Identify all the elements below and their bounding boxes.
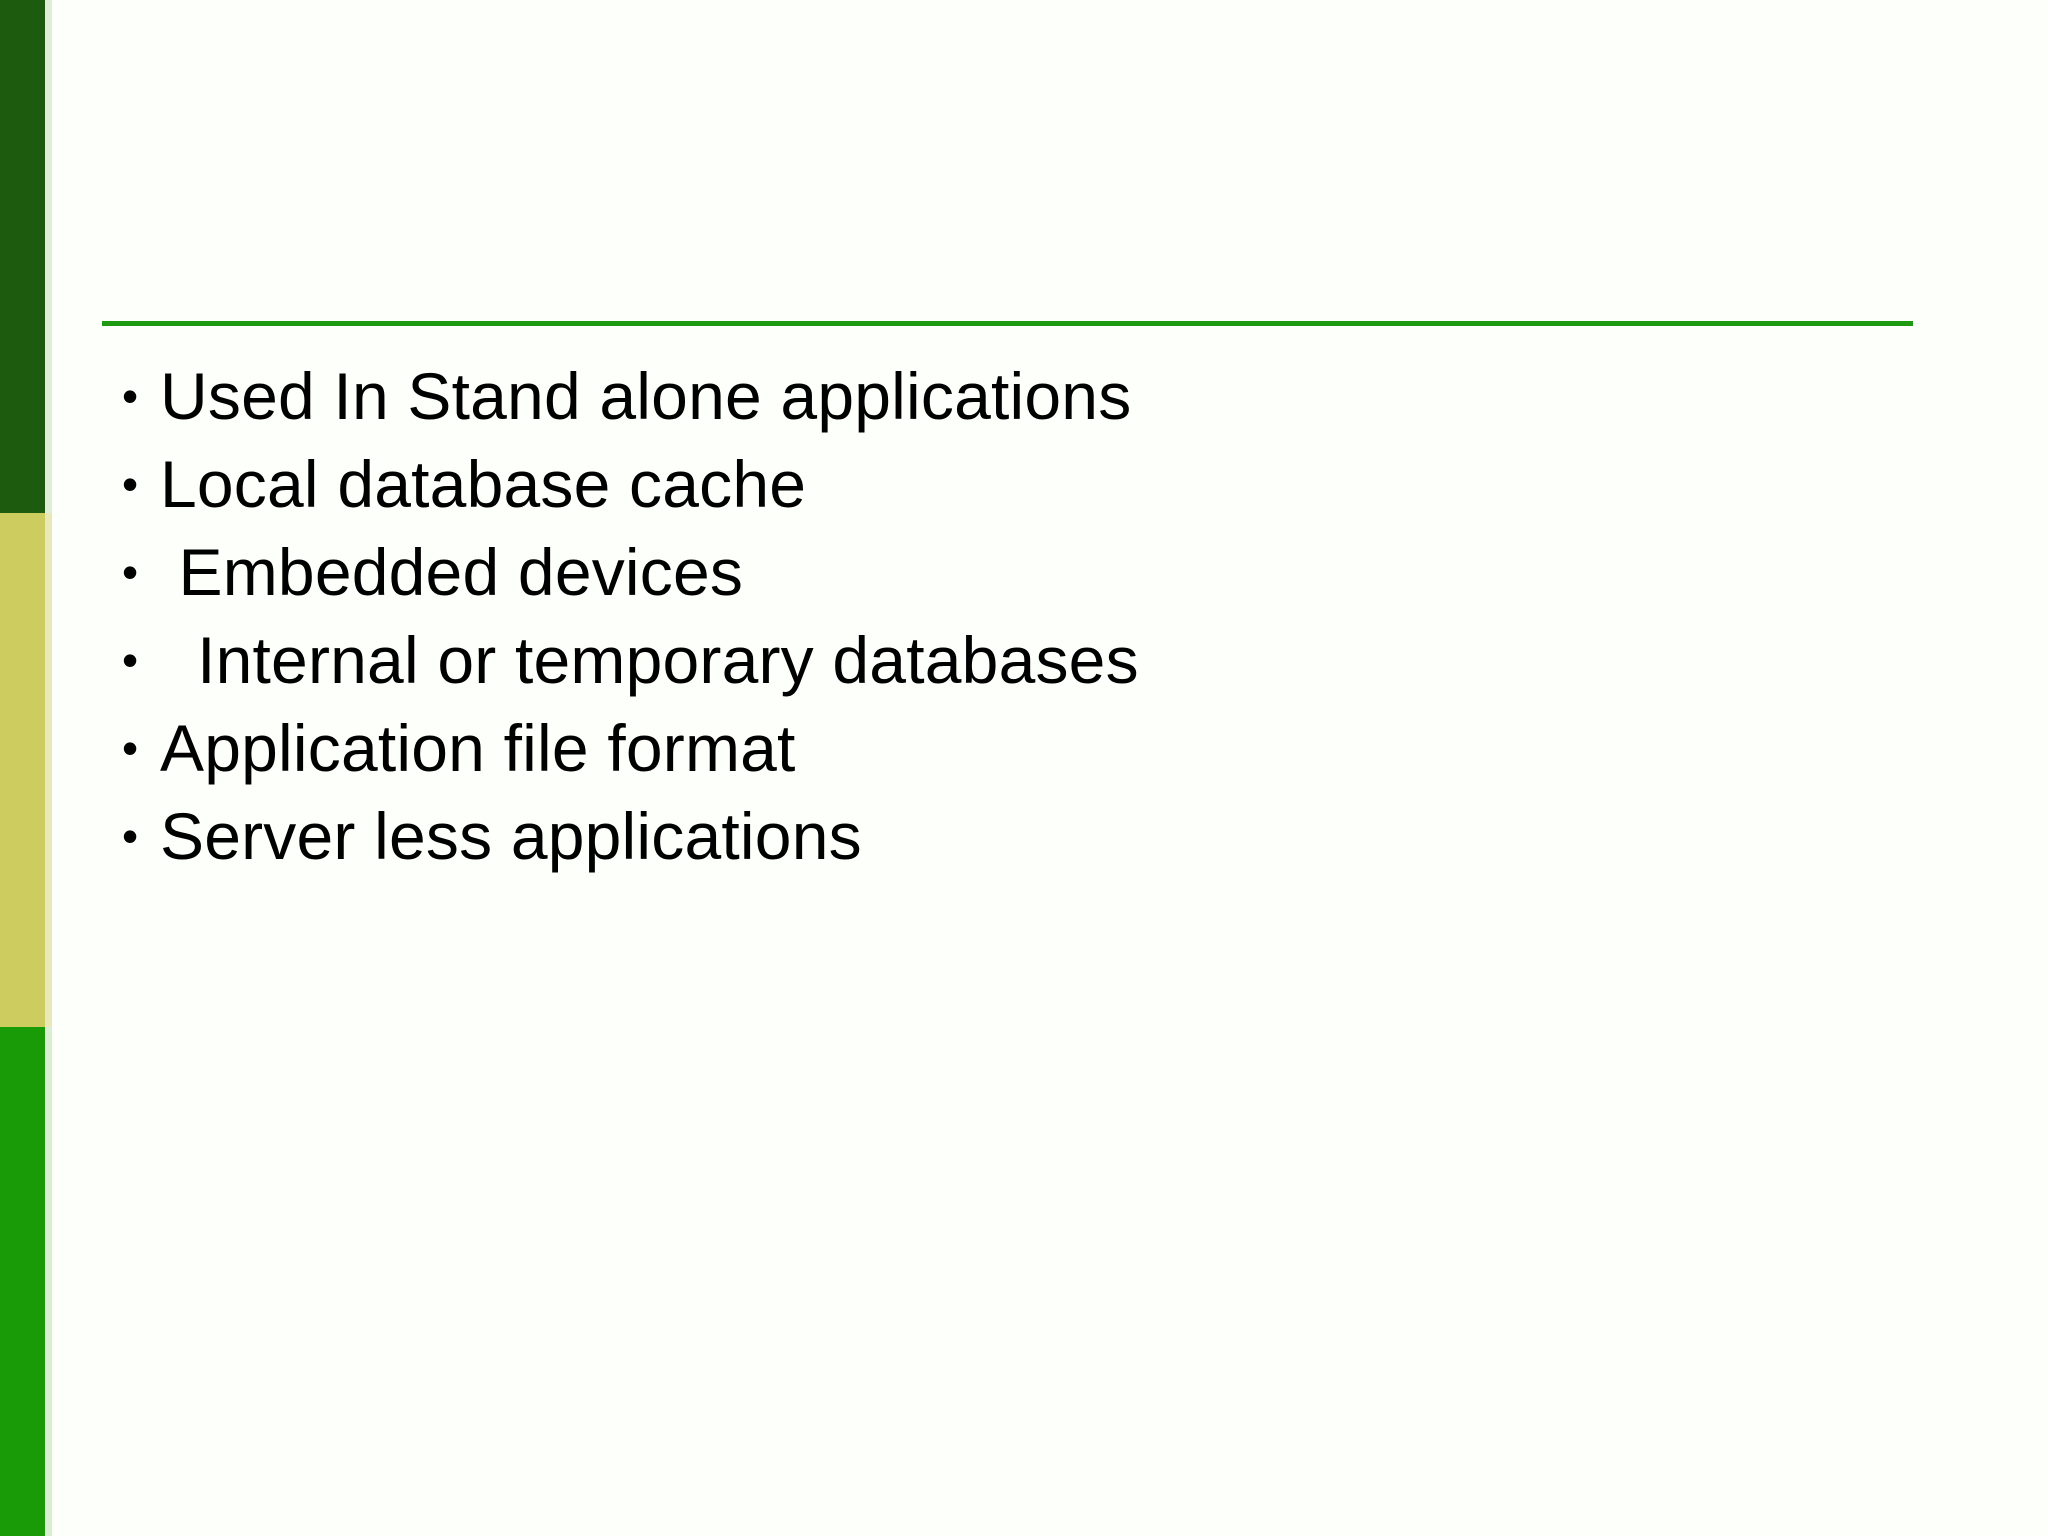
bullet-point-icon: • [122, 810, 139, 862]
bullet-list: • Used In Stand alone applications • Loc… [102, 352, 1952, 880]
sidebar-band-dark-green-edge [45, 0, 52, 513]
title-divider-rule [102, 321, 1913, 326]
bullet-point-icon: • [122, 546, 139, 598]
bullet-point-icon: • [122, 370, 139, 422]
list-item-label: Server less applications [160, 799, 862, 873]
list-item: • Application file format [102, 704, 1952, 792]
sidebar-band-dark-green [0, 0, 45, 513]
list-item: • Server less applications [102, 792, 1952, 880]
list-item: • Internal or temporary databases [102, 616, 1952, 704]
list-item-label: Embedded devices [160, 535, 744, 609]
list-item: • Embedded devices [102, 528, 1952, 616]
bullet-point-icon: • [122, 458, 139, 510]
sidebar-band-olive-yellow-edge [45, 513, 52, 1027]
slide-title [102, 95, 1913, 310]
list-item: • Local database cache [102, 440, 1952, 528]
bullet-point-icon: • [122, 722, 139, 774]
list-item-label: Application file format [160, 711, 796, 785]
list-item-label: Used In Stand alone applications [160, 359, 1132, 433]
list-item-label: Local database cache [160, 447, 807, 521]
bullet-point-icon: • [122, 634, 139, 686]
list-item-label: Internal or temporary databases [160, 623, 1139, 697]
sidebar-band-olive-yellow [0, 513, 45, 1027]
list-item: • Used In Stand alone applications [102, 352, 1952, 440]
sidebar-band-bright-green-edge [45, 1027, 52, 1536]
sidebar-band-bright-green [0, 1027, 45, 1536]
